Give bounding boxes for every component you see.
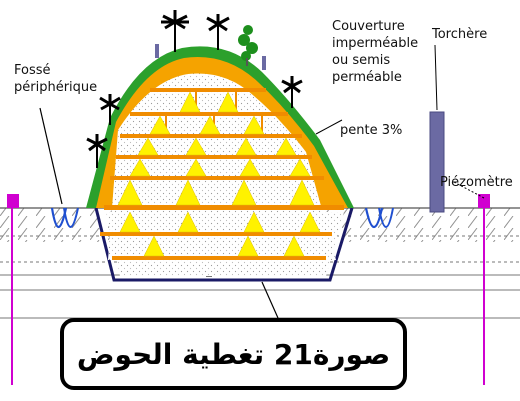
basin-liner: [94, 207, 354, 282]
vent-left: [155, 44, 159, 58]
vent-right: [262, 56, 266, 70]
couverture-label: Couverture imperméable ou semis perméabl…: [332, 19, 422, 85]
piezo-pointer: [453, 181, 485, 199]
piezometer-left: [7, 194, 19, 385]
torch: [429, 111, 445, 213]
daily-cover-layers: [100, 88, 344, 260]
fill-triangles: [117, 91, 321, 257]
fosse-pointer: [39, 107, 63, 205]
torchere-label: Torchère: [431, 27, 487, 42]
cover-pointer: [315, 119, 343, 135]
ditch-right-b: [378, 207, 394, 228]
pente-label: pente 3%: [340, 123, 402, 138]
shrub-icon: [238, 25, 258, 66]
fosse-label: Fossé périphérique: [14, 63, 97, 95]
liner-pointer: [261, 281, 279, 319]
palm-tree-icon: [86, 10, 303, 168]
ditch-left-b: [63, 207, 79, 228]
piezometer-right: [478, 194, 490, 385]
piezometre-label: Piézomètre: [440, 175, 513, 190]
caption-box: صورة21 تغطية الحوض: [60, 318, 407, 390]
figure-caption: صورة21 تغطية الحوض: [76, 337, 391, 371]
torch-pointer: [434, 44, 438, 111]
